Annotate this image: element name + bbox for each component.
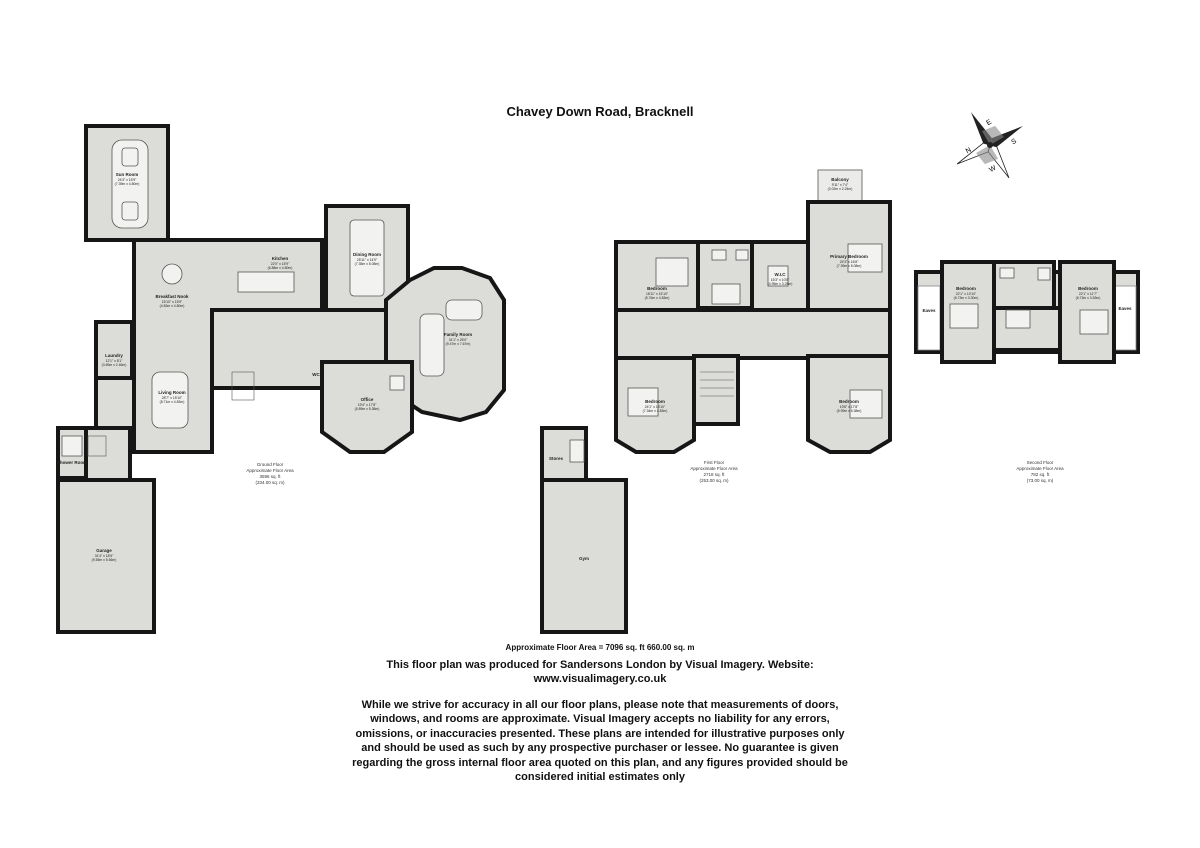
total-area: Approximate Floor Area = 7096 sq. ft 660…: [505, 643, 695, 652]
label-dining: Dining Room: [353, 252, 381, 257]
plan-title: Chavey Down Road, Bracknell: [506, 104, 694, 119]
label-sun-room: Sun Room: [116, 172, 139, 177]
label-family: Family Room: [444, 332, 472, 337]
producer-note: This floor plan was produced for Sanders…: [310, 658, 890, 686]
svg-text:Second Floor: Second Floor: [1027, 460, 1054, 465]
svg-text:(7.39m x 4.80m): (7.39m x 4.80m): [115, 182, 140, 186]
svg-text:(4.83m x 4.80m): (4.83m x 4.80m): [160, 304, 185, 308]
label-breakfast: Breakfast Nook: [155, 294, 189, 299]
svg-text:Approximate Floor Area: Approximate Floor Area: [246, 468, 294, 473]
ground-floor-furniture: [61, 139, 483, 457]
svg-text:12'1" x 8'1": 12'1" x 8'1": [106, 359, 124, 363]
svg-text:2718 sq. ft: 2718 sq. ft: [703, 472, 725, 477]
label-balcony: Balcony: [831, 177, 849, 182]
website-link[interactable]: www.visualimagery.co.uk: [533, 673, 667, 685]
svg-text:15'10" x 15'9": 15'10" x 15'9": [162, 300, 183, 304]
svg-text:3596 sq. ft: 3596 sq. ft: [259, 474, 281, 479]
compass-w: W: [988, 164, 998, 174]
label-laundry: Laundry: [105, 353, 123, 358]
svg-text:24'3" x 16'8": 24'3" x 16'8": [840, 260, 859, 264]
label-wc: WC: [312, 372, 320, 377]
svg-text:19'4" x 17'8": 19'4" x 17'8": [358, 403, 377, 407]
stair-area: [692, 354, 740, 426]
svg-text:782 sq. ft: 782 sq. ft: [1031, 472, 1050, 477]
disclaimer: While we strive for accuracy in all our …: [352, 699, 848, 784]
svg-text:22'1" x 11'7": 22'1" x 11'7": [1079, 292, 1098, 296]
ground-stairs: [87, 371, 255, 457]
eaves-left-area: [917, 285, 941, 351]
svg-text:Approximate Floor Area: Approximate Floor Area: [690, 466, 738, 471]
svg-text:(6.73m x 3.30m): (6.73m x 3.30m): [954, 296, 979, 300]
svg-text:(8.71m x 4.83m): (8.71m x 4.83m): [160, 400, 185, 404]
label-eaves-left: Eaves: [922, 308, 936, 313]
first-floor: [540, 169, 892, 634]
svg-text:(5.76m x 4.83m): (5.76m x 4.83m): [645, 296, 670, 300]
svg-text:Ground Floor: Ground Floor: [257, 462, 284, 467]
compass-n: N: [965, 147, 973, 156]
label-wic: W.I.C: [775, 272, 787, 277]
first-stairs: [700, 371, 734, 397]
label-bedroom1: Bedroom: [647, 286, 667, 291]
svg-text:(9.55m x 5.56m): (9.55m x 5.56m): [92, 558, 117, 562]
label-eaves-right: Eaves: [1118, 306, 1132, 311]
svg-text:(3.02m x 2.24m): (3.02m x 2.24m): [828, 187, 853, 191]
label-living: Living Room: [158, 390, 185, 395]
svg-text:31'4" x 18'5": 31'4" x 18'5": [95, 554, 114, 558]
svg-text:(9.47m x 7.67m): (9.47m x 7.67m): [446, 342, 471, 346]
label-garage: Garage: [96, 548, 112, 553]
label-shower: Shower Room: [57, 460, 87, 465]
label-kitchen: Kitchen: [272, 256, 289, 261]
svg-text:22'0" x 15'9": 22'0" x 15'9": [271, 262, 290, 266]
laundry-area: [94, 320, 134, 380]
svg-text:(7.35m x 5.08m): (7.35m x 5.08m): [355, 262, 380, 266]
gym-area: [540, 478, 628, 634]
svg-text:(334.00 sq. m): (334.00 sq. m): [255, 480, 285, 485]
eaves-right-area: [1113, 285, 1137, 351]
svg-text:16'3" x 10'8": 16'3" x 10'8": [771, 278, 790, 282]
compass-e: E: [985, 119, 993, 128]
svg-text:(3.69m x 2.46m): (3.69m x 2.46m): [102, 363, 127, 367]
svg-text:(4.95m x 3.25m): (4.95m x 3.25m): [768, 282, 793, 286]
svg-text:(5.99m x 5.38m): (5.99m x 5.38m): [837, 409, 862, 413]
room-labels: Sun Room 24'3" x 15'9" (7.39m x 4.80m) K…: [57, 172, 1132, 562]
office-area: [320, 360, 414, 454]
svg-text:31'1" x 25'0": 31'1" x 25'0": [449, 338, 468, 342]
svg-text:(6.88m x 4.80m): (6.88m x 4.80m): [268, 266, 293, 270]
label-bedroom2: Bedroom: [645, 399, 665, 404]
second-floor-furniture: [949, 267, 1109, 335]
svg-text:(253.00 sq. m): (253.00 sq. m): [699, 478, 729, 483]
label-office: Office: [361, 397, 374, 402]
label-bed-a: Bedroom: [956, 286, 976, 291]
svg-text:28'7" x 15'10": 28'7" x 15'10": [162, 396, 183, 400]
garage-area: [56, 478, 156, 634]
floor-area-labels: Ground Floor Approximate Floor Area 3596…: [246, 460, 1064, 485]
svg-text:(7.34m x 4.83m): (7.34m x 4.83m): [643, 409, 668, 413]
svg-text:24'1" x 15'10": 24'1" x 15'10": [645, 405, 666, 409]
svg-text:19'8" x 17'8": 19'8" x 17'8": [840, 405, 859, 409]
first-floor-furniture: [569, 243, 883, 463]
svg-text:Approximate Floor Area: Approximate Floor Area: [1016, 466, 1064, 471]
label-bedroom3: Bedroom: [839, 399, 859, 404]
wic-area: [750, 240, 810, 316]
svg-text:18'11" x 15'10": 18'11" x 15'10": [646, 292, 669, 296]
bedroom3-area: [806, 354, 892, 454]
svg-text:(7.39m x 5.08m): (7.39m x 5.08m): [837, 264, 862, 268]
label-bed-b: Bedroom: [1078, 286, 1098, 291]
label-gym: Gym: [579, 556, 589, 561]
compass-icon: N E S W: [956, 112, 1023, 179]
compass-s: S: [1010, 138, 1018, 147]
svg-text:(6.73m x 3.53m): (6.73m x 3.53m): [1076, 296, 1101, 300]
svg-text:(73.00 sq. m): (73.00 sq. m): [1027, 478, 1054, 483]
landing-area: [614, 308, 892, 360]
svg-text:24'3" x 15'9": 24'3" x 15'9": [118, 178, 137, 182]
svg-text:9'11" x 7'4": 9'11" x 7'4": [832, 183, 849, 187]
label-primary-bedroom: Primary Bedroom: [830, 254, 868, 259]
svg-text:25'11" x 14'9": 25'11" x 14'9": [357, 258, 378, 262]
svg-text:22'1" x 10'10": 22'1" x 10'10": [956, 292, 977, 296]
svg-text:(5.89m x 5.38m): (5.89m x 5.38m): [355, 407, 380, 411]
label-stores: Stores: [549, 456, 564, 461]
svg-text:First Floor: First Floor: [704, 460, 725, 465]
